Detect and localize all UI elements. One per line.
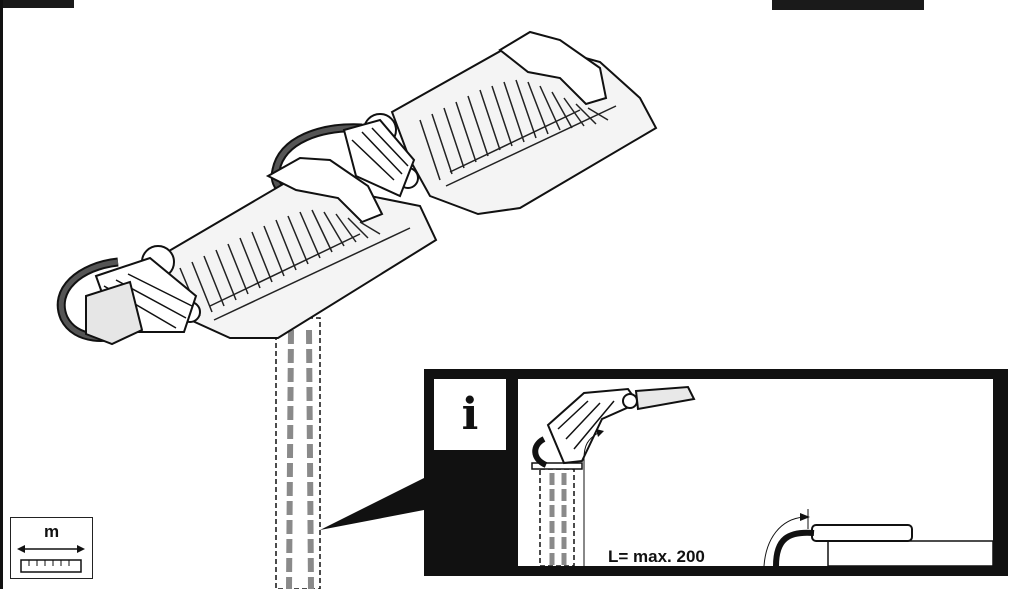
ruler-icon bbox=[17, 545, 85, 573]
callout-wedge bbox=[320, 478, 424, 530]
top-left-tab-marker bbox=[0, 0, 74, 8]
pole bbox=[275, 317, 321, 589]
info-glyph: i bbox=[461, 389, 479, 440]
top-right-tab-marker bbox=[772, 0, 924, 10]
info-panel: i L= max. 200 bbox=[424, 369, 1008, 576]
info-icon: i bbox=[434, 379, 506, 450]
left-margin-rule bbox=[0, 0, 3, 589]
cable-routing-detail bbox=[531, 385, 993, 566]
unit-indicator: m bbox=[10, 517, 93, 579]
info-detail-drawing: L= max. 200 bbox=[518, 379, 993, 566]
unit-label: m bbox=[43, 522, 60, 541]
front-luminaire-head bbox=[85, 156, 438, 346]
rear-luminaire-head bbox=[342, 30, 658, 216]
max-length-label: L= max. 200 bbox=[608, 547, 705, 566]
